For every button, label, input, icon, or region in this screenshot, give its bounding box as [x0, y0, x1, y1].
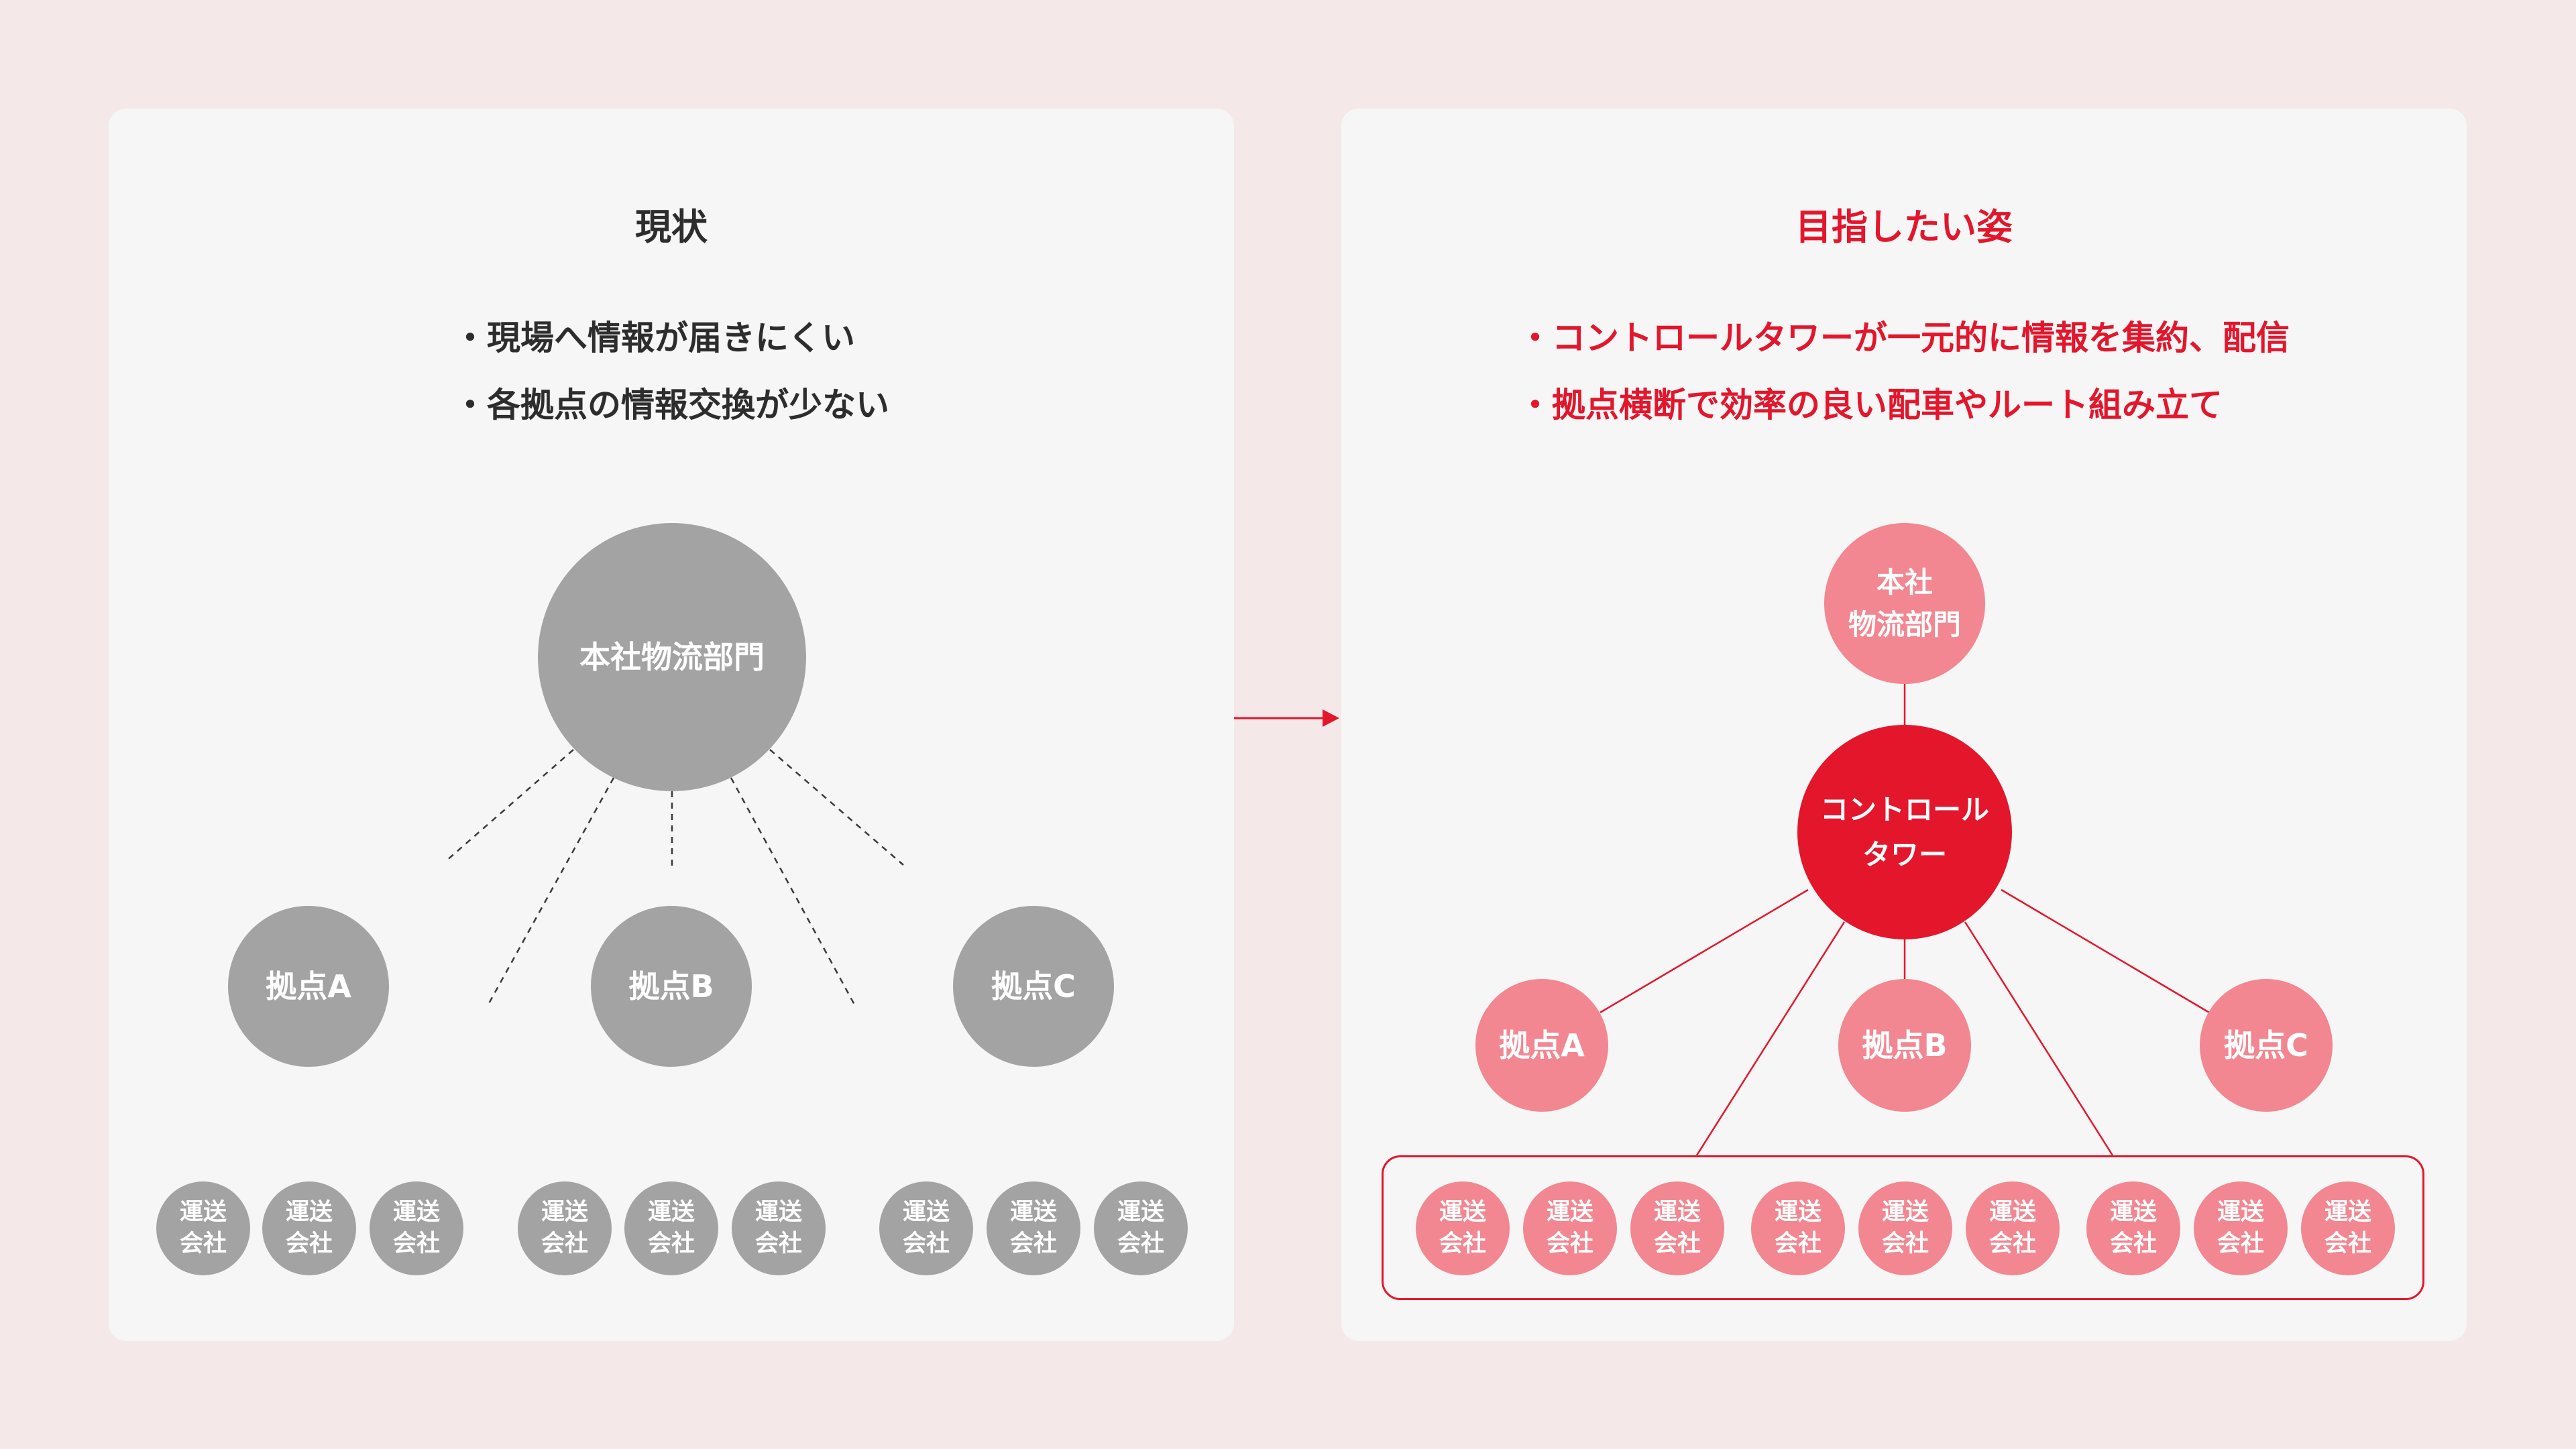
carrier-node: 運送 会社 [2194, 1181, 2288, 1275]
current-state-title: 現状 [635, 206, 708, 248]
target-bullet-1: ・コントロールタワーが一元的に情報を集約、配信 [1518, 318, 2290, 357]
carrier-node: 運送 会社 [732, 1181, 826, 1275]
carrier-node: 運送 会社 [987, 1181, 1080, 1275]
current-state-bullets: ・現場へ情報が届きにくい ・各拠点の情報交換が少ない [109, 304, 1234, 439]
carrier-node: 運送 会社 [2301, 1181, 2395, 1275]
carrier-node: 運送 会社 [2086, 1181, 2180, 1275]
target-state-title: 目指したい姿 [1795, 206, 2013, 248]
transition-arrow [1234, 709, 1339, 727]
dashed-line [730, 777, 856, 1006]
control-tower-node: コントロール タワー [1797, 725, 2012, 939]
hub-c-node: 拠点C [953, 906, 1114, 1067]
carrier-node: 運送 会社 [879, 1181, 973, 1275]
dashed-line [486, 777, 615, 1006]
tower-hub-c-line [2001, 888, 2210, 1014]
dashed-line [445, 749, 574, 862]
carrier-node: 運送 会社 [1966, 1181, 2060, 1275]
tower-hub-a-line [1600, 888, 1809, 1014]
dashed-line [769, 749, 904, 866]
hq-logistics-node: 本社物流部門 [538, 523, 806, 791]
carrier-group-box [1382, 1155, 2424, 1300]
carrier-node: 運送 会社 [518, 1181, 612, 1275]
tower-carriers-line [1695, 921, 1846, 1156]
carrier-node: 運送 会社 [1858, 1181, 1952, 1275]
hub-c-node: 拠点C [2200, 979, 2333, 1112]
tower-carriers-line [1964, 921, 2114, 1156]
carrier-node: 運送 会社 [1630, 1181, 1724, 1275]
carrier-node: 運送 会社 [1751, 1181, 1845, 1275]
target-state-bullets: ・コントロールタワーが一元的に情報を集約、配信 ・拠点横断で効率の良い配車やルー… [1341, 304, 2467, 439]
target-bullet-2: ・拠点横断で効率の良い配車やルート組み立て [1518, 386, 2223, 424]
carrier-node: 運送 会社 [1094, 1181, 1188, 1275]
carrier-node: 運送 会社 [156, 1181, 250, 1275]
current-bullet-1: ・現場へ情報が届きにくい [453, 318, 855, 357]
carrier-node: 運送 会社 [1523, 1181, 1617, 1275]
hub-b-node: 拠点B [591, 906, 752, 1067]
current-bullet-2: ・各拠点の情報交換が少ない [453, 386, 889, 424]
carrier-node: 運送 会社 [262, 1181, 356, 1275]
hub-a-node: 拠点A [228, 906, 389, 1067]
carrier-node: 運送 会社 [370, 1181, 463, 1275]
hub-b-node: 拠点B [1838, 979, 1971, 1112]
hq-node: 本社 物流部門 [1824, 523, 1985, 684]
hub-a-node: 拠点A [1475, 979, 1608, 1112]
carrier-node: 運送 会社 [624, 1181, 718, 1275]
carrier-node: 運送 会社 [1416, 1181, 1510, 1275]
